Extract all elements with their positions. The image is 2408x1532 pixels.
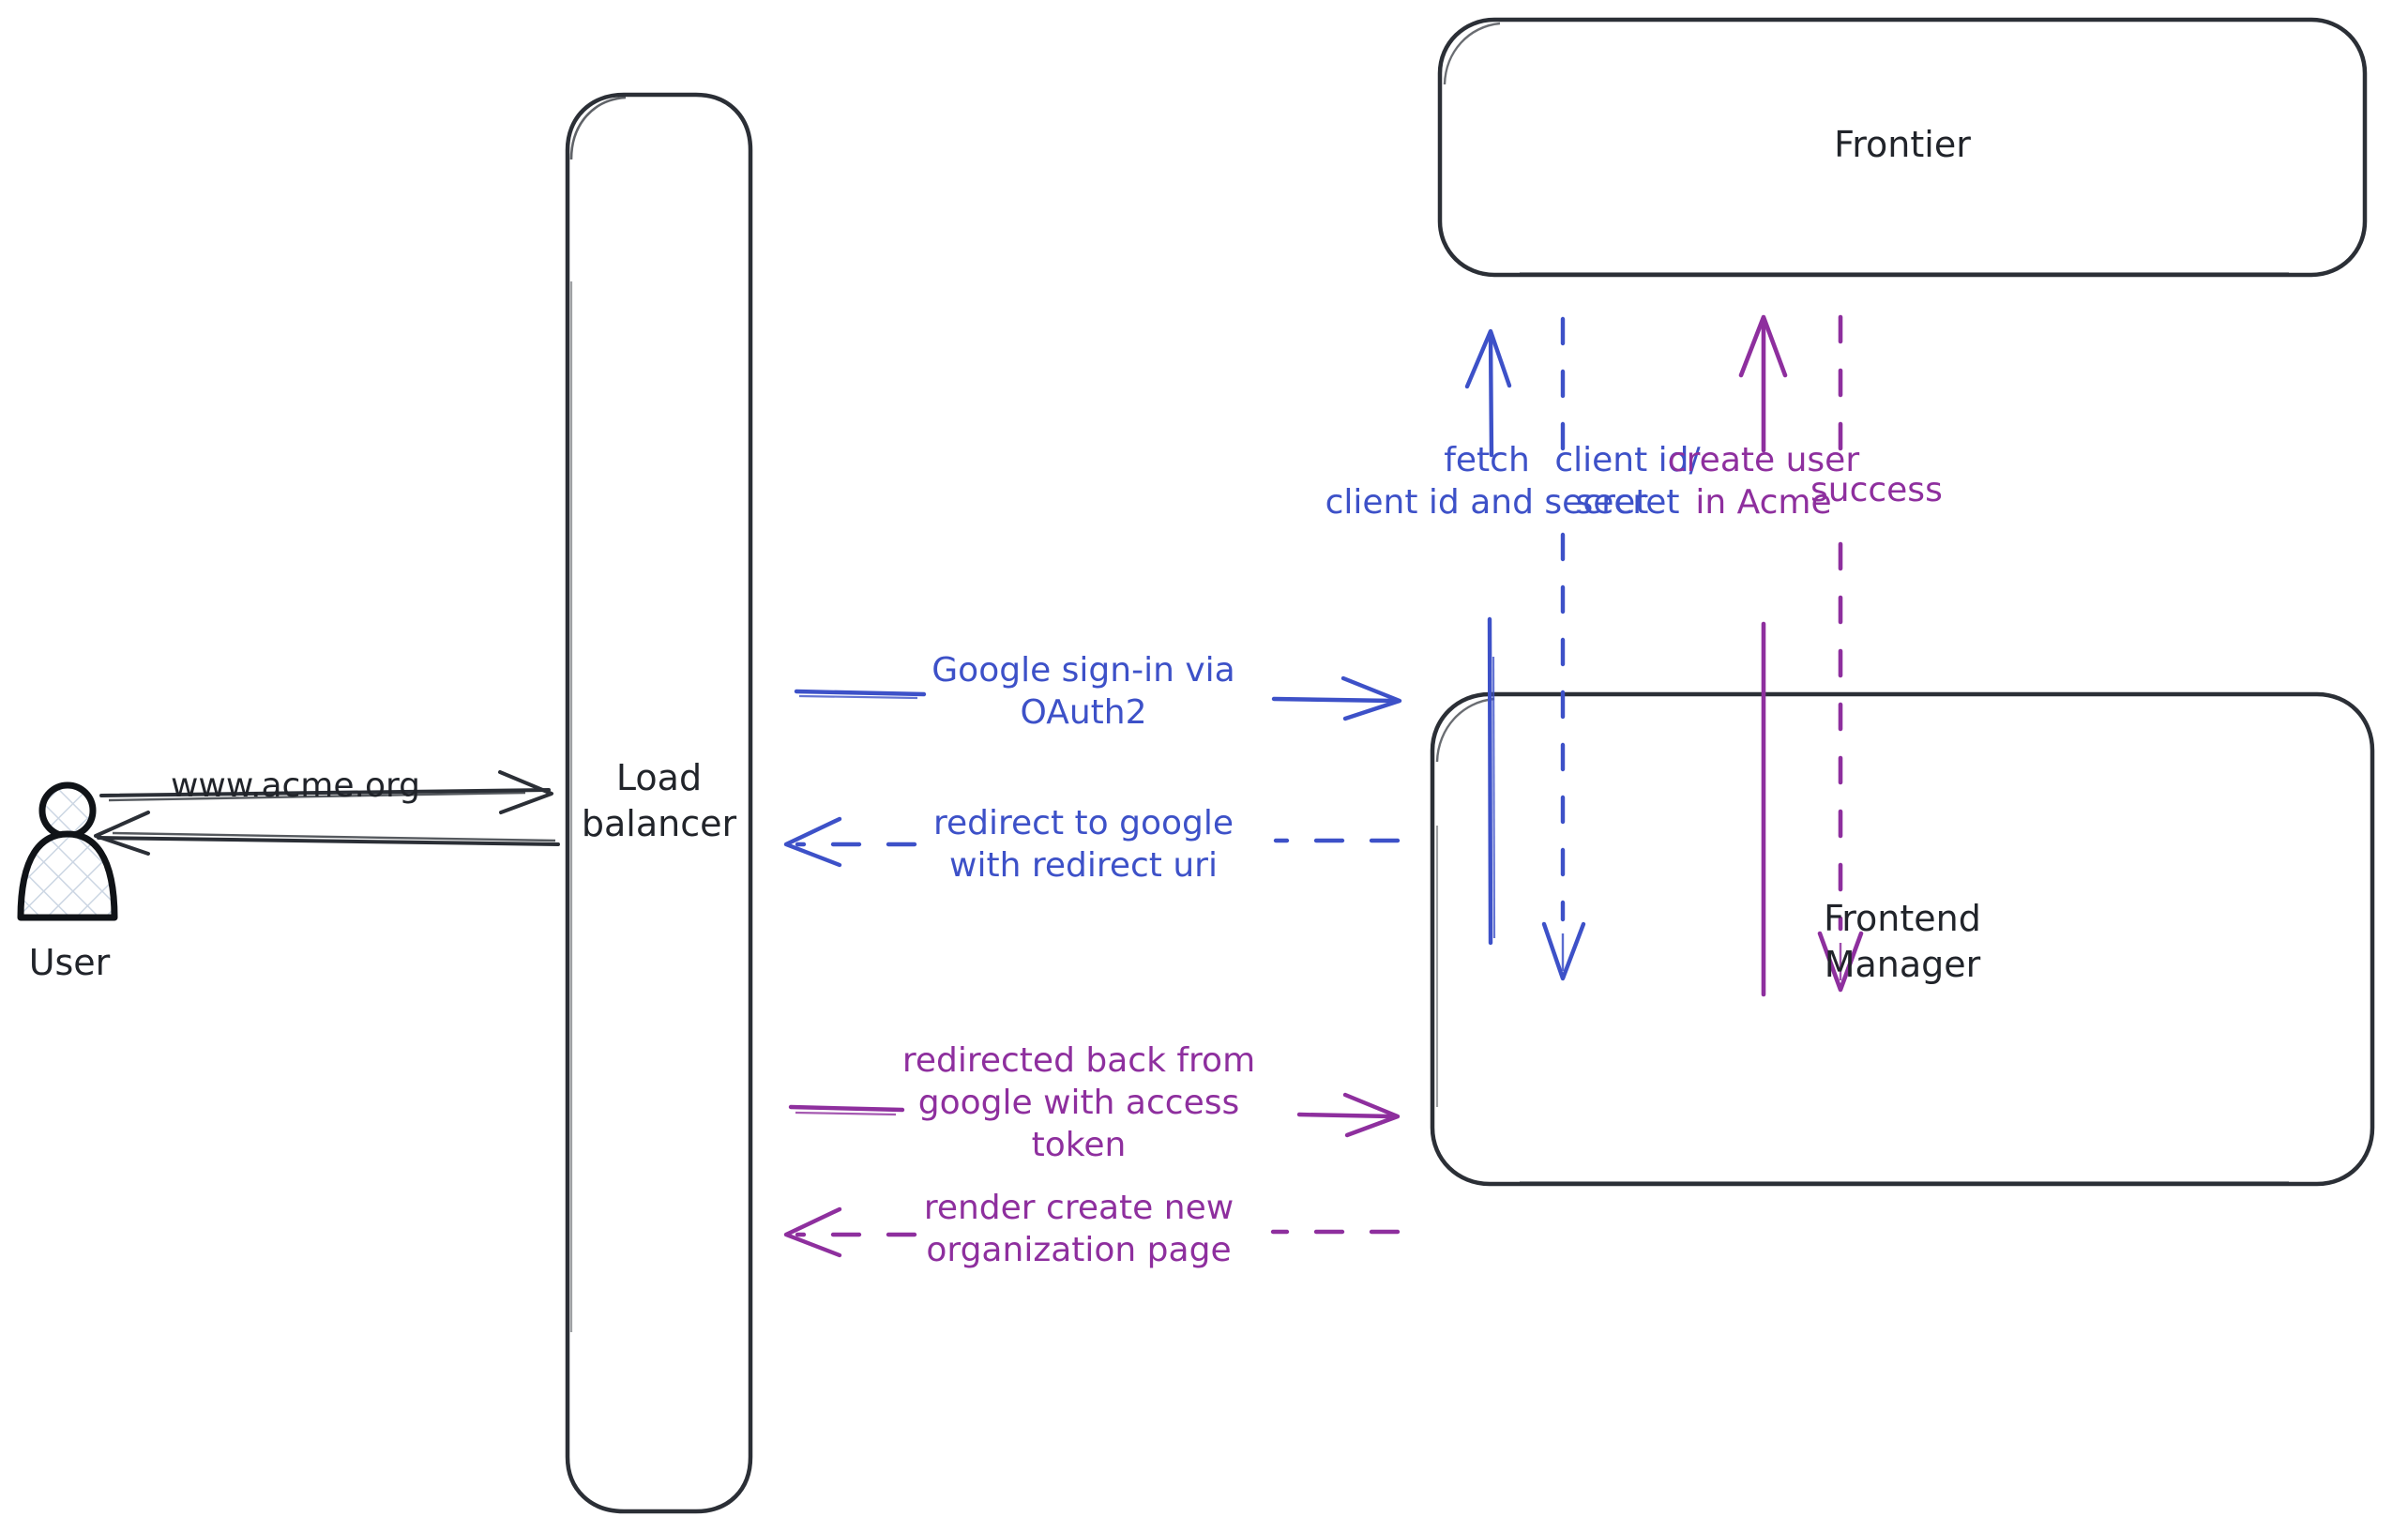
edge-fm-to-frontier-fetch (1464, 328, 1512, 946)
frontend-manager-box[interactable] (1430, 691, 2375, 1187)
load-balancer-node[interactable] (568, 95, 750, 1511)
user-actor-icon (17, 781, 118, 921)
edge-lb-to-user (94, 811, 560, 856)
edge-fm-to-lb-render (783, 1206, 1401, 1258)
frontend-manager-node[interactable] (1432, 694, 2372, 1184)
edge-fm-to-frontier-create-user (1738, 314, 1788, 997)
edge-frontier-to-fm-creds (1541, 316, 1586, 981)
load-balancer-box[interactable] (565, 92, 753, 1514)
edge-frontier-to-fm-success (1817, 314, 1864, 993)
edge-fm-to-lb-redirect (783, 816, 1401, 868)
frontier-node[interactable] (1440, 20, 2365, 275)
frontier-box[interactable] (1437, 17, 2368, 278)
edge-lb-to-fm-signin (794, 675, 1402, 721)
edge-user-to-lb (99, 770, 553, 814)
user-actor-node[interactable] (9, 779, 131, 929)
edge-lb-to-fm-token (788, 1092, 1401, 1138)
